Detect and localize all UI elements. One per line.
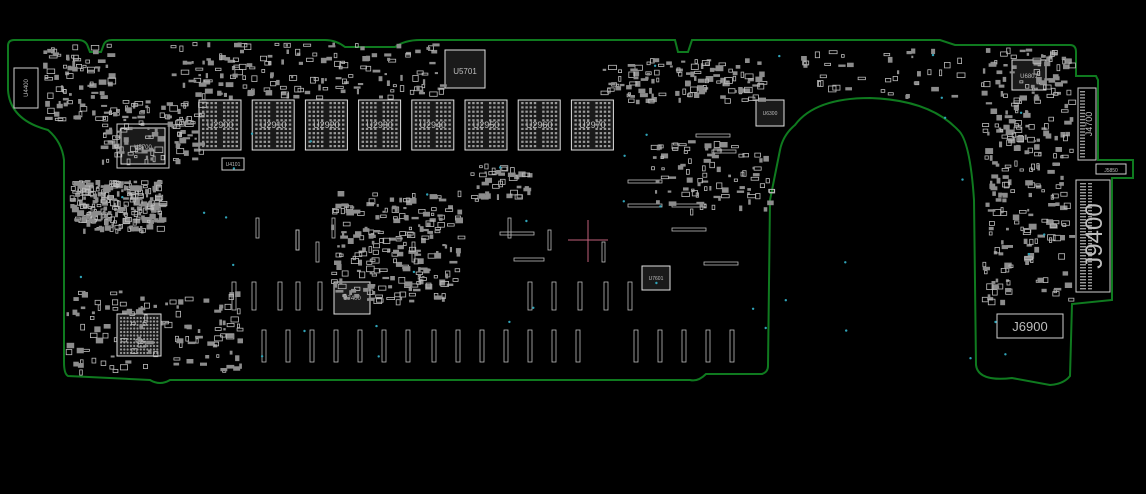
memory-chip-u2920[interactable]: U2920 [304, 99, 348, 151]
ic-u5701[interactable]: U5701 [444, 49, 486, 89]
memory-chip-u2950[interactable]: U2950 [464, 99, 508, 151]
memory-chip-row: U2900 U2910 U2920 U2930 U2940 U2950 U2960 U2970 [198, 99, 614, 151]
ic-u4101[interactable]: U4101 [221, 157, 245, 171]
memory-chip-label: U2910 [260, 120, 287, 130]
connector-j4700-label: J4700 [1084, 112, 1094, 137]
memory-chip-u2960[interactable]: U2960 [517, 99, 561, 151]
memory-chip-label: U2960 [526, 120, 553, 130]
memory-chip-u2930[interactable]: U2930 [358, 99, 402, 151]
connector-j9400-label: J9400 [1081, 203, 1108, 268]
ic-u6300[interactable]: U6300 [755, 99, 785, 127]
bga-package[interactable] [116, 313, 162, 357]
crosshair-marker [568, 220, 608, 262]
memory-chip-u2940[interactable]: U2940 [411, 99, 455, 151]
ic-u7400-label: U7400 [343, 296, 361, 302]
memory-chip-label: U2900 [207, 120, 234, 130]
ic-u7400[interactable]: U7400 [333, 281, 371, 315]
memory-chip-u2910[interactable]: U2910 [251, 99, 295, 151]
memory-chip-label: U2950 [473, 120, 500, 130]
memory-chip-u2900[interactable]: U2900 [198, 99, 242, 151]
ic-u7601[interactable]: U7601 [641, 265, 671, 291]
ic-u5701-label: U5701 [453, 67, 477, 76]
connector-j5850[interactable]: J5850 [1095, 163, 1127, 175]
connector-j9400[interactable]: J9400 [1075, 179, 1111, 293]
ic-u5700[interactable]: U5700 [116, 123, 170, 169]
memory-chip-label: U2940 [420, 120, 447, 130]
memory-chip-label: U2970 [579, 120, 606, 130]
ic-u4400-label: U4400 [24, 79, 30, 97]
small-component-field [43, 42, 1077, 376]
memory-chip-label: U2920 [313, 120, 340, 130]
ic-u7601-label: U7601 [649, 276, 664, 282]
connector-j6900[interactable]: J6900 [996, 313, 1064, 339]
connector-j4700[interactable]: J4700 [1077, 87, 1097, 161]
ic-u6300-label: U6300 [763, 111, 778, 117]
connector-j6900-label: J6900 [1012, 319, 1047, 334]
memory-chip-label: U2930 [366, 120, 393, 130]
connector-j5850-label: J5850 [1104, 168, 1118, 174]
board-outline [7, 39, 1134, 387]
ic-u6801-label: U6801 [1020, 74, 1038, 80]
memory-chip-u2970[interactable]: U2970 [570, 99, 614, 151]
ic-u4400[interactable]: U4400 [13, 67, 39, 109]
ic-u4101-label: U4101 [226, 162, 241, 168]
